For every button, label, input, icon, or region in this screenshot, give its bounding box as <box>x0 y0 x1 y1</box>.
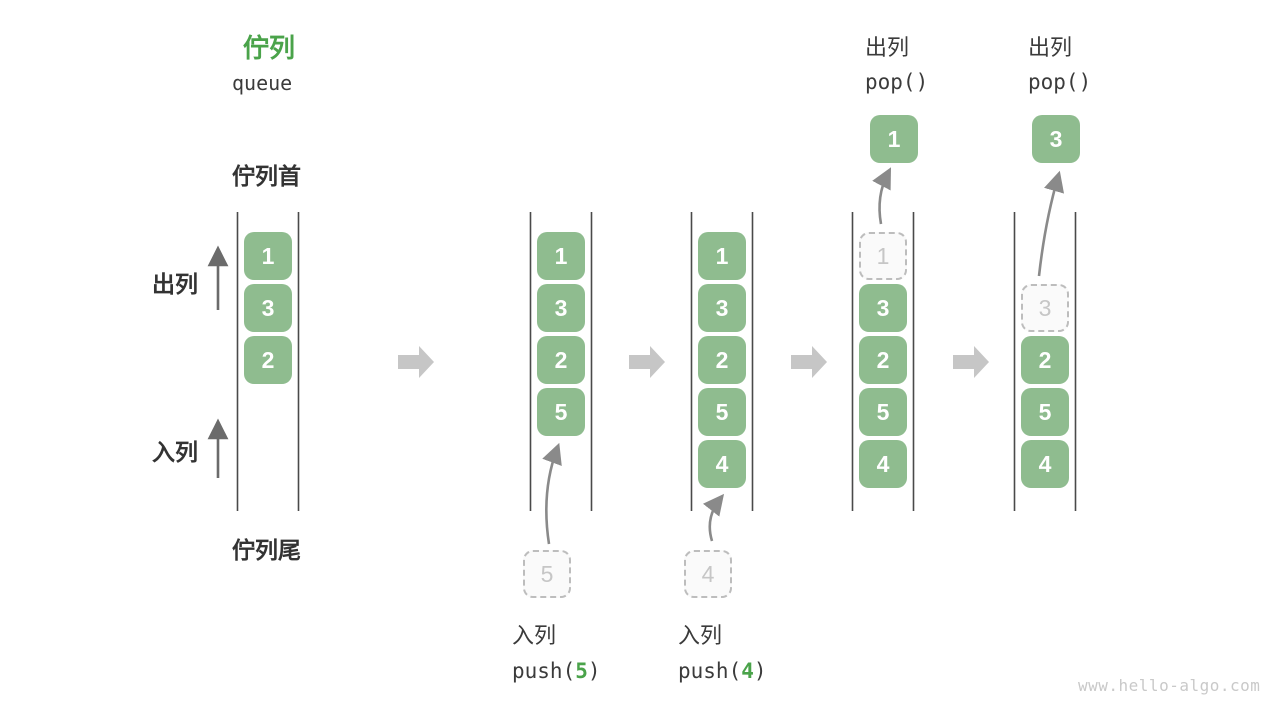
push5-arrow <box>542 442 562 545</box>
pop1-op-name: 出列 <box>865 35 910 60</box>
transition-arrow-1 <box>398 346 434 378</box>
queue-cell: 4 <box>1021 440 1069 488</box>
queue-front-label: 佇列首 <box>232 163 301 189</box>
code-suffix: ) <box>753 659 767 683</box>
queue-cell: 2 <box>537 336 585 384</box>
code-prefix: pop( <box>865 70 916 94</box>
queue-cell: 1 <box>537 232 585 280</box>
pop3-op-code: pop() <box>1028 70 1091 94</box>
queue-cell: 5 <box>1021 388 1069 436</box>
queue-cell: 2 <box>1021 336 1069 384</box>
push4-arrow <box>702 493 725 542</box>
pending-enqueue-cell: 4 <box>684 550 732 598</box>
queue-cell-ghost: 1 <box>859 232 907 280</box>
queue-cell: 2 <box>859 336 907 384</box>
queue-cell: 3 <box>859 284 907 332</box>
push4-op-name: 入列 <box>678 623 723 648</box>
enqueue-side-label: 入列 <box>152 439 198 465</box>
queue-cell-ghost: 3 <box>1021 284 1069 332</box>
code-suffix: ) <box>915 70 929 94</box>
push5-op-label: 入列 push(5) <box>512 618 601 683</box>
pop1-op-label: 出列 pop() <box>865 30 928 94</box>
queue-cell: 3 <box>244 284 292 332</box>
queue-cell: 5 <box>859 388 907 436</box>
push4-op-label: 入列 push(4) <box>678 618 767 683</box>
watermark: www.hello-algo.com <box>1078 676 1261 695</box>
queue-cell: 4 <box>698 440 746 488</box>
push4-op-code: push(4) <box>678 659 767 683</box>
page-subtitle: queue <box>232 71 293 95</box>
push5-op-name: 入列 <box>512 623 557 648</box>
queue-cell: 5 <box>698 388 746 436</box>
pop1-op-code: pop() <box>865 70 928 94</box>
code-prefix: push( <box>512 659 576 683</box>
transition-arrow-4 <box>953 346 989 378</box>
queue-rear-label: 佇列尾 <box>232 537 301 563</box>
dequeue-side-label: 出列 <box>152 271 198 297</box>
popped-cell: 3 <box>1032 115 1080 163</box>
code-suffix: ) <box>1078 70 1092 94</box>
code-prefix: push( <box>678 659 742 683</box>
column-lines <box>236 212 1077 511</box>
code-arg: 4 <box>741 659 754 683</box>
queue-cell: 1 <box>244 232 292 280</box>
code-prefix: pop( <box>1028 70 1079 94</box>
queue-cell: 3 <box>537 284 585 332</box>
popped-cell: 1 <box>870 115 918 163</box>
queue-cell: 2 <box>698 336 746 384</box>
pop3-op-label: 出列 pop() <box>1028 30 1091 94</box>
pop3-arrow <box>1037 170 1065 277</box>
queue-cell: 2 <box>244 336 292 384</box>
push5-op-code: push(5) <box>512 659 601 683</box>
pending-enqueue-cell: 5 <box>523 550 571 598</box>
pop3-op-name: 出列 <box>1028 35 1073 60</box>
queue-cell: 1 <box>698 232 746 280</box>
transition-arrow-2 <box>629 346 665 378</box>
code-arg: 5 <box>575 659 588 683</box>
transition-arrow-3 <box>791 346 827 378</box>
page-title: 佇列 <box>243 33 296 63</box>
queue-cell: 5 <box>537 388 585 436</box>
queue-cell: 4 <box>859 440 907 488</box>
code-suffix: ) <box>587 659 601 683</box>
queue-cell: 3 <box>698 284 746 332</box>
pop1-arrow <box>872 167 892 225</box>
